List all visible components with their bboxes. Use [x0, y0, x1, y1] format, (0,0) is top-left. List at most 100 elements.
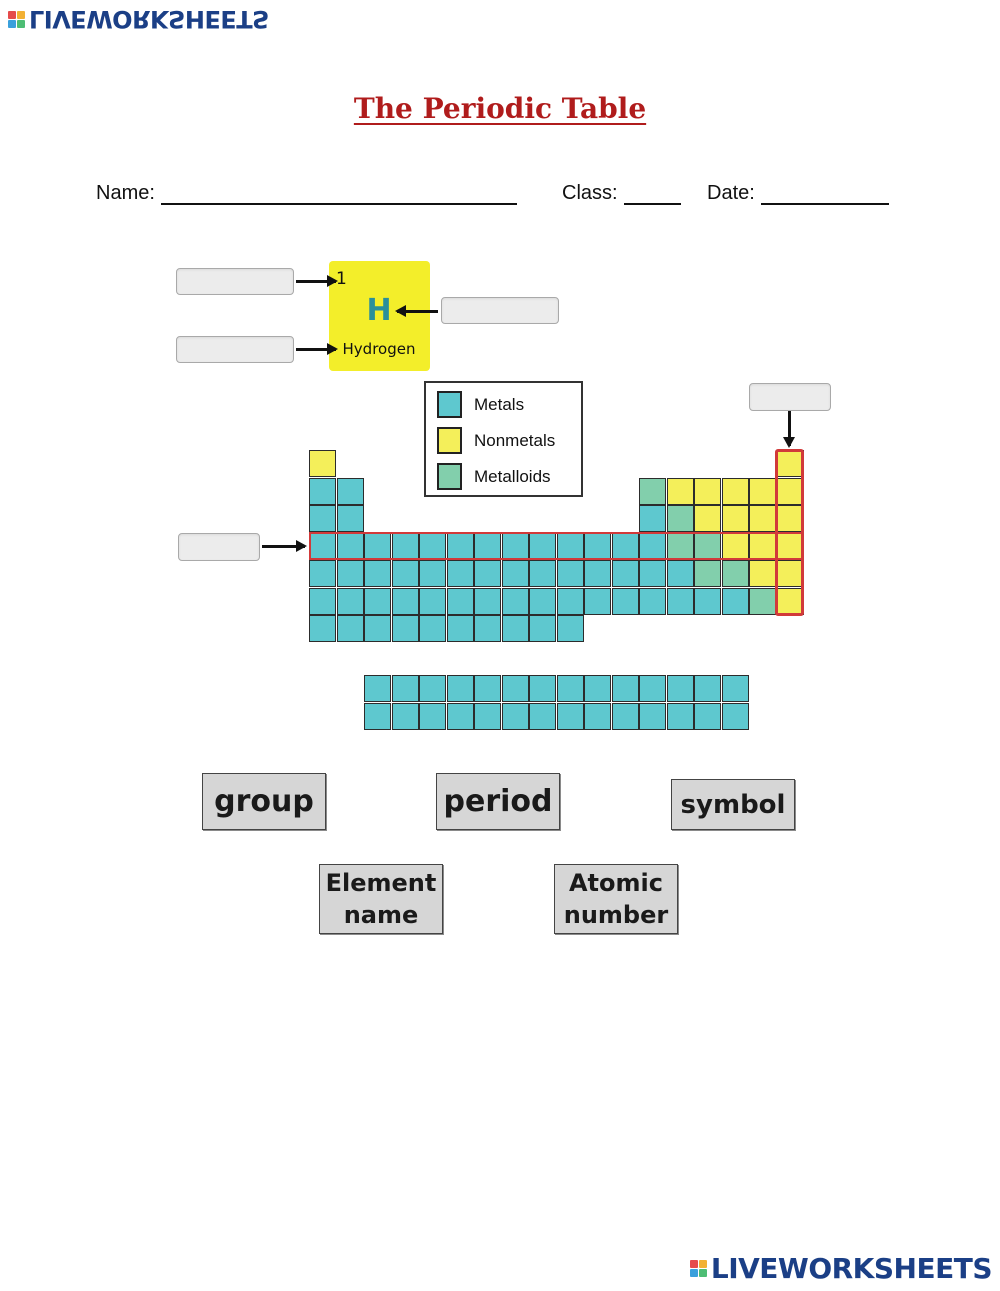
element-cell: [309, 505, 337, 533]
element-cell: [721, 560, 749, 588]
element-cell: [721, 477, 749, 505]
element-cell: [446, 587, 474, 615]
element-cell: [694, 505, 722, 533]
element-cell: [336, 587, 364, 615]
element-cell: [694, 477, 722, 505]
element-cell: [556, 615, 584, 643]
card-label: period: [443, 784, 553, 819]
element-cell: [309, 615, 337, 643]
nonmetals-swatch: [437, 427, 462, 454]
element-name-answer-box[interactable]: [176, 336, 294, 363]
card-label: Element name: [325, 869, 437, 929]
element-cell: [666, 675, 694, 703]
word-card-element-name[interactable]: Element name: [319, 864, 443, 934]
element-cell: [584, 587, 612, 615]
element-cell: [391, 702, 419, 730]
element-cell: [446, 615, 474, 643]
element-cell: [666, 702, 694, 730]
element-cell: [391, 675, 419, 703]
element-cell: [556, 702, 584, 730]
element-cell: [639, 702, 667, 730]
metals-swatch: [437, 391, 462, 418]
word-card-group[interactable]: group: [202, 773, 326, 830]
element-cell: [364, 532, 392, 560]
element-cell: [529, 587, 557, 615]
element-cell: [501, 702, 529, 730]
element-cell: [391, 587, 419, 615]
element-cell: [446, 675, 474, 703]
logo-mark-icon: [8, 10, 25, 28]
period-answer-box[interactable]: [178, 533, 260, 561]
element-cell: [419, 587, 447, 615]
element-cell: [474, 587, 502, 615]
class-label: Class:: [562, 182, 618, 204]
element-cell: [529, 615, 557, 643]
element-cell: [749, 560, 777, 588]
legend-item-metals: Metals: [437, 391, 524, 418]
element-cell: [309, 532, 337, 560]
element-cell: [611, 702, 639, 730]
element-cell: [364, 560, 392, 588]
element-cell: [721, 587, 749, 615]
element-cell: [666, 505, 694, 533]
element-cell: [501, 587, 529, 615]
element-cell: [639, 675, 667, 703]
element-cell: [474, 675, 502, 703]
element-cell: [776, 587, 804, 615]
element-cell: [584, 675, 612, 703]
logo-mark-icon: [689, 1260, 707, 1277]
element-cell: [749, 505, 777, 533]
element-cell: [419, 560, 447, 588]
element-cell: [721, 505, 749, 533]
element-cell: [556, 587, 584, 615]
arrow-right-icon: [262, 540, 307, 552]
atomic-number: 1: [336, 269, 347, 289]
element-cell: [666, 477, 694, 505]
legend-label: Metalloids: [474, 466, 551, 486]
element-cell: [419, 675, 447, 703]
date-field: Date:: [707, 182, 889, 205]
element-cell: [309, 560, 337, 588]
element-cell: [446, 560, 474, 588]
element-cell: [584, 702, 612, 730]
period-highlight: [309, 532, 803, 560]
element-cell: [694, 702, 722, 730]
element-symbol: H: [366, 293, 392, 328]
element-cell: [391, 560, 419, 588]
atomic-number-answer-box[interactable]: [176, 268, 294, 295]
element-cell: [694, 675, 722, 703]
logo-text: LIVEWORKSHEETS: [710, 1252, 993, 1285]
class-blank: [623, 183, 681, 205]
symbol-answer-box[interactable]: [441, 297, 559, 324]
element-cell: [336, 505, 364, 533]
element-name: Hydrogen: [342, 340, 416, 358]
element-cell: [666, 587, 694, 615]
element-cell: [529, 675, 557, 703]
word-card-symbol[interactable]: symbol: [671, 779, 795, 830]
legend-item-metalloids: Metalloids: [437, 463, 551, 490]
element-cell: [364, 615, 392, 643]
element-cell: [474, 560, 502, 588]
arrow-right-icon: [296, 343, 338, 355]
element-cell: [474, 615, 502, 643]
date-label: Date:: [707, 182, 755, 204]
legend: Metals Nonmetals Metalloids: [424, 381, 583, 497]
element-cell: [694, 587, 722, 615]
element-cell: [391, 615, 419, 643]
element-cell: [556, 560, 584, 588]
element-cell: [364, 702, 392, 730]
card-label: group: [214, 784, 314, 819]
word-card-period[interactable]: period: [436, 773, 560, 830]
element-cell: [336, 615, 364, 643]
date-blank: [760, 183, 889, 205]
element-cell: [474, 702, 502, 730]
element-cell: [611, 675, 639, 703]
liveworksheets-logo-top: LIVEWORKSHEETS: [8, 5, 269, 33]
group-answer-box[interactable]: [749, 383, 831, 411]
element-cell: [611, 560, 639, 588]
element-cell: [694, 560, 722, 588]
word-card-atomic-number[interactable]: Atomic number: [554, 864, 678, 934]
element-cell: [611, 587, 639, 615]
element-cell: [584, 560, 612, 588]
arrow-left-icon: [395, 305, 438, 317]
